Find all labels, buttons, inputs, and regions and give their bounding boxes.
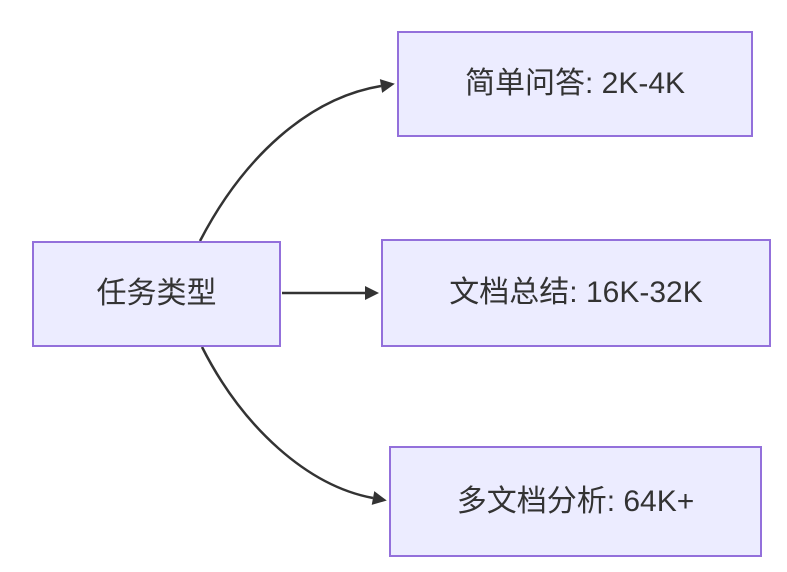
edge-task-to-simple-qa [198,79,395,242]
node-task-type: 任务类型 [32,241,281,347]
node-doc-summary-label: 文档总结: 16K-32K [449,276,703,309]
node-simple-qa-label: 简单问答: 2K-4K [464,67,686,100]
node-multi-doc-analysis: 多文档分析: 64K+ [389,446,762,557]
node-multi-doc-analysis-label: 多文档分析: 64K+ [456,484,695,518]
node-simple-qa: 简单问答: 2K-4K [397,31,753,137]
edge-task-to-multi-doc [200,346,387,505]
node-doc-summary: 文档总结: 16K-32K [381,239,771,347]
node-task-type-label: 任务类型 [96,277,217,310]
